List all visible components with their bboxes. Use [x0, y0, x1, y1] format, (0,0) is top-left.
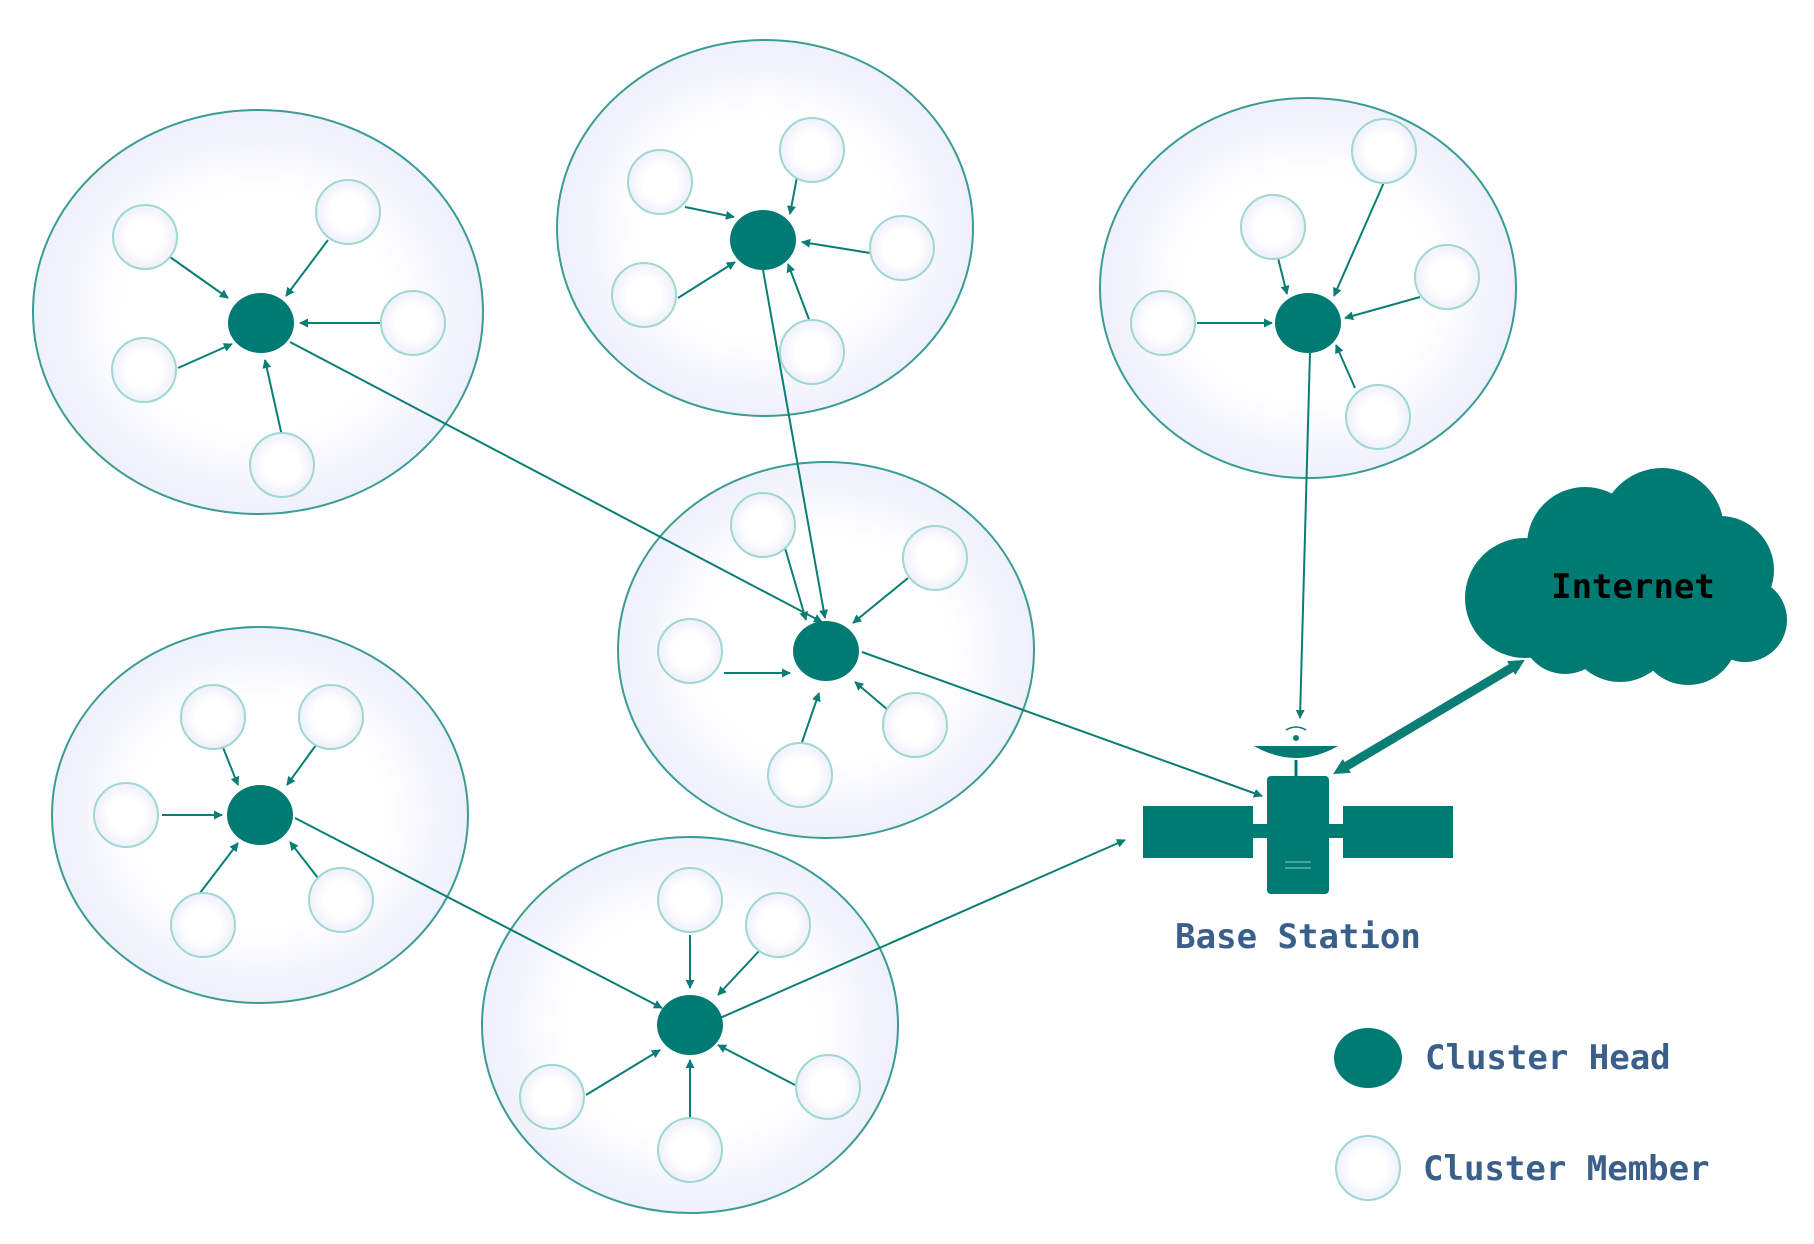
legend-cluster-head-swatch: [1334, 1028, 1402, 1088]
cluster-member: [730, 492, 796, 558]
cluster-member: [519, 1064, 585, 1130]
cluster-member: [180, 684, 246, 750]
cluster-member: [745, 892, 811, 958]
legend-cluster-member-label: Cluster Member: [1423, 1149, 1710, 1189]
cluster-member: [779, 319, 845, 385]
link-base-station-internet: [1333, 659, 1525, 775]
legend: Cluster Head Cluster Member: [1334, 1028, 1710, 1201]
cluster-head: [730, 210, 796, 270]
cluster-member: [111, 337, 177, 403]
cluster-member: [795, 1054, 861, 1120]
cluster-head: [657, 995, 723, 1055]
inter-cluster-links: [289, 269, 1311, 1019]
cluster-member: [380, 290, 446, 356]
cluster-head: [1275, 293, 1341, 353]
cluster-member: [315, 179, 381, 245]
cluster-member: [112, 204, 178, 270]
cluster-member: [249, 432, 315, 498]
cluster-member: [1414, 244, 1480, 310]
cluster-member: [170, 892, 236, 958]
cluster-member: [779, 117, 845, 183]
cluster-member: [657, 867, 723, 933]
cluster-head: [793, 621, 859, 681]
cluster-member: [882, 692, 948, 758]
cluster-member: [298, 684, 364, 750]
link-top-left-to-middle: [289, 341, 823, 623]
cluster-member: [611, 262, 677, 328]
cluster-member: [1130, 290, 1196, 356]
legend-cluster-head-label: Cluster Head: [1425, 1038, 1671, 1078]
cluster-member: [1351, 118, 1417, 184]
link-bottom-center-to-base-station: [719, 839, 1126, 1019]
cluster-member: [308, 867, 374, 933]
cluster-top-right: [1099, 97, 1517, 479]
link-top-right-to-base-station: [1295, 351, 1311, 719]
cluster-member: [1240, 194, 1306, 260]
cluster-top-right-nodes: [1130, 118, 1480, 450]
link-top-center-to-middle: [762, 269, 829, 619]
link-bottom-left-to-bottom-center: [294, 817, 663, 1009]
cluster-head: [227, 785, 293, 845]
internet-label: Internet: [1551, 567, 1715, 607]
cluster-member: [93, 782, 159, 848]
cluster-member: [1345, 384, 1411, 450]
cluster-bottom-left-nodes: [93, 684, 374, 958]
cluster-member: [902, 525, 968, 591]
cluster-head: [228, 293, 294, 353]
base-station-label: Base Station: [1175, 917, 1421, 957]
satellite-icon: [1143, 726, 1453, 894]
cluster-member: [657, 1117, 723, 1183]
cluster-member: [767, 742, 833, 808]
link-middle-to-base-station: [861, 651, 1263, 798]
cluster-member: [657, 618, 723, 684]
cluster-top-left-nodes: [111, 179, 446, 498]
cluster-bottom-center-nodes: [519, 867, 861, 1183]
cluster-top-center-nodes: [611, 117, 935, 385]
cluster-middle-nodes: [657, 492, 968, 808]
legend-cluster-member-swatch: [1335, 1135, 1401, 1201]
cluster-member: [627, 149, 693, 215]
cloud-icon: [1465, 468, 1787, 685]
cluster-member: [869, 215, 935, 281]
